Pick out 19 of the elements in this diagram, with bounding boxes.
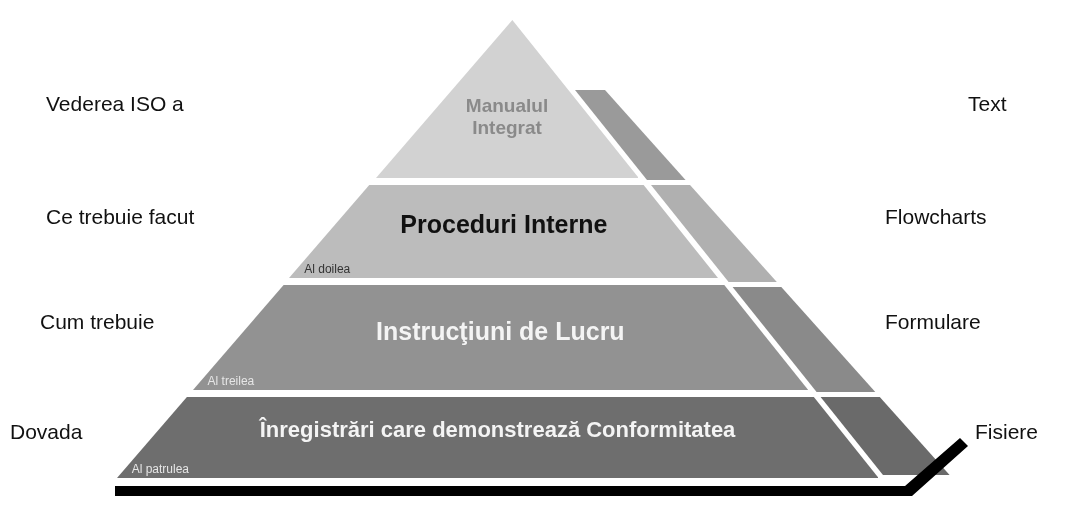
tier-title: Proceduri Interne [399,210,609,239]
side-label: Ce trebuie facut [46,205,195,229]
tier-title: Instrucţiuni de Lucru [375,317,626,346]
pyramid-tier [289,185,719,278]
side-label: Cum trebuie [40,310,155,334]
tier-title: Înregistrări care demonstrează Conformitatea [258,417,737,443]
pyramid-tier [375,20,639,178]
pyramid-tier [192,285,808,390]
tier-level-label: Al treilea [207,374,255,388]
side-label: Flowcharts [885,205,987,229]
side-label: Formulare [885,310,981,334]
tier-level-label: Al patrulea [131,462,189,476]
pyramid-tier [116,397,879,478]
tier-level-label: Al doilea [304,262,351,276]
tier-title: Manualul Integrat [464,95,550,139]
side-label: Fisiere [975,420,1038,444]
side-label: Vederea ISO a [46,92,184,116]
side-label: Text [968,92,1007,116]
side-label: Dovada [10,420,83,444]
